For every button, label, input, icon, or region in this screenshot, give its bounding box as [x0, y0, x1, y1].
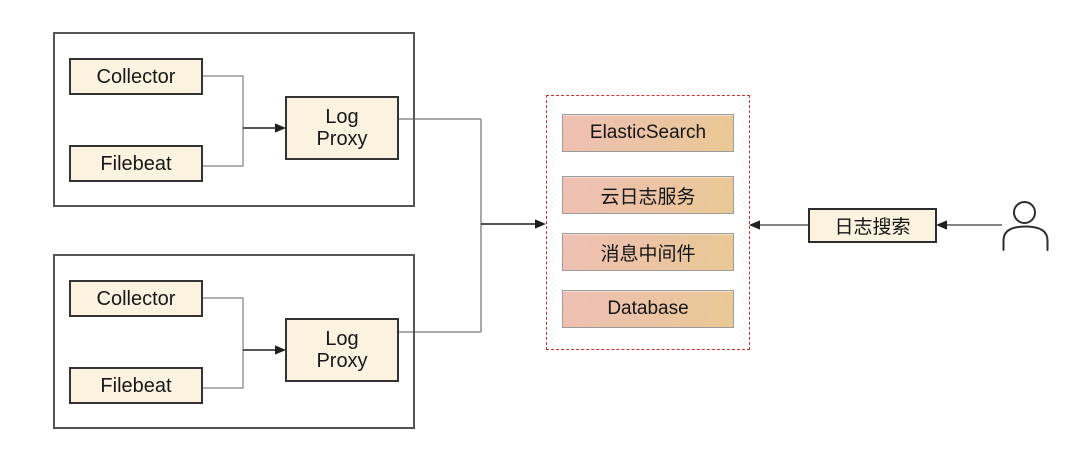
filebeat-node-bottom: Filebeat: [69, 367, 203, 404]
arrowhead-bottom-proxy: [275, 345, 286, 355]
arrowhead-user-to-search: [936, 220, 947, 230]
arrowhead-backends: [535, 219, 546, 229]
producer-group-bottom: [53, 254, 415, 429]
log-proxy-node-top: Log Proxy: [285, 96, 399, 160]
backend-cloud-log-service: 云日志服务: [562, 176, 734, 214]
connector-trunk: [399, 118, 482, 333]
collector-node-top: Collector: [69, 58, 203, 95]
filebeat-node-top: Filebeat: [69, 145, 203, 182]
connector-top-group: [203, 75, 244, 167]
collector-node-bottom: Collector: [69, 280, 203, 317]
arrowhead-top-proxy: [275, 123, 286, 133]
backend-elasticsearch: ElasticSearch: [562, 114, 734, 152]
arrowhead-search-to-backends: [749, 220, 760, 230]
backend-zone: [546, 95, 750, 350]
connector-bottom-group: [203, 297, 244, 389]
log-proxy-node-bottom: Log Proxy: [285, 318, 399, 382]
user-icon: [1002, 201, 1049, 251]
backend-database: Database: [562, 290, 734, 328]
backend-message-middleware: 消息中间件: [562, 233, 734, 271]
log-search-node: 日志搜索: [808, 208, 937, 243]
producer-group-top: [53, 32, 415, 207]
